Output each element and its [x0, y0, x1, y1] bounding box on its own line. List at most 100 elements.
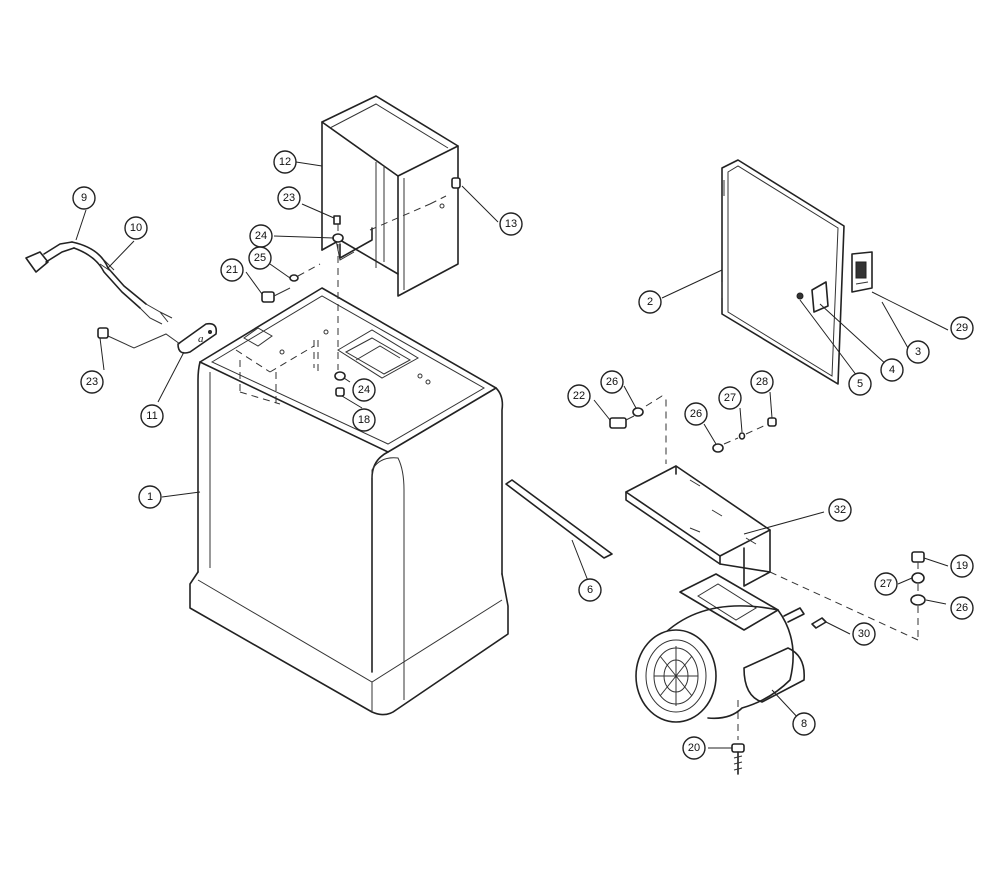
- motor-bracket: [625, 465, 771, 587]
- door-panel: [721, 159, 873, 385]
- callout-11: 11: [140, 404, 164, 428]
- callout-label: 2: [647, 296, 653, 308]
- callout-circle: [874, 572, 898, 596]
- callout-8: 8: [792, 712, 816, 736]
- callout-circle: [273, 150, 297, 174]
- callout-circle: [248, 246, 272, 270]
- callout-label: 30: [858, 628, 870, 640]
- callout-label: 9: [81, 192, 87, 204]
- callout-6: 6: [578, 578, 602, 602]
- callout-circle: [718, 386, 742, 410]
- callout-19: 19: [950, 554, 974, 578]
- callout-26: 26: [684, 402, 708, 426]
- callout-circle: [124, 216, 148, 240]
- cover-fasteners: [261, 195, 447, 397]
- callout-circle: [682, 736, 706, 760]
- callout-9: 9: [72, 186, 96, 210]
- callout-27: 27: [874, 572, 898, 596]
- callout-circle: [352, 408, 376, 432]
- callout-circle: [828, 498, 852, 522]
- callout-circle: [638, 290, 662, 314]
- callout-30: 30: [852, 622, 876, 646]
- callout-label: 19: [956, 560, 968, 572]
- callout-label: 3: [915, 346, 921, 358]
- callout-circle: [684, 402, 708, 426]
- callout-26: 26: [600, 370, 624, 394]
- callout-label: 10: [130, 222, 142, 234]
- callout-label: 21: [226, 264, 238, 276]
- callout-label: 28: [756, 376, 768, 388]
- callout-3: 3: [906, 340, 930, 364]
- callout-25: 25: [248, 246, 272, 270]
- callout-circle: [880, 358, 904, 382]
- cabinet-base: [189, 287, 509, 716]
- callout-circle: [950, 316, 974, 340]
- callout-label: 25: [254, 252, 266, 264]
- callout-label: 20: [688, 742, 700, 754]
- callout-circle: [80, 370, 104, 394]
- callout-label: 26: [956, 602, 968, 614]
- callout-label: 23: [86, 376, 98, 388]
- callout-label: 23: [283, 192, 295, 204]
- callout-label: 1: [147, 491, 153, 503]
- motor-cover: [321, 95, 461, 297]
- callout-label: 24: [255, 230, 267, 242]
- callout-circle: [950, 596, 974, 620]
- callout-layer: 1234568910111213181920212223232424252626…: [72, 150, 974, 760]
- callout-circle: [352, 378, 376, 402]
- callout-label: 27: [880, 578, 892, 590]
- callout-label: 26: [690, 408, 702, 420]
- callout-1: 1: [138, 485, 162, 509]
- callout-circle: [567, 384, 591, 408]
- callout-label: 8: [801, 718, 807, 730]
- callout-circle: [750, 370, 774, 394]
- callout-29: 29: [950, 316, 974, 340]
- callout-2: 2: [638, 290, 662, 314]
- callout-22: 22: [567, 384, 591, 408]
- bracket-fasteners: [609, 395, 926, 641]
- callout-circle: [72, 186, 96, 210]
- power-cord: [25, 241, 173, 325]
- callout-label: 13: [505, 218, 517, 230]
- motor: [635, 573, 827, 775]
- callout-12: 12: [273, 150, 297, 174]
- callout-24: 24: [249, 224, 273, 248]
- callout-label: 5: [857, 378, 863, 390]
- callout-10: 10: [124, 216, 148, 240]
- callout-label: 26: [606, 376, 618, 388]
- callout-21: 21: [220, 258, 244, 282]
- callout-18: 18: [352, 408, 376, 432]
- callout-label: 29: [956, 322, 968, 334]
- callout-26: 26: [950, 596, 974, 620]
- cord-plate: a: [97, 322, 218, 354]
- callout-circle: [848, 372, 872, 396]
- callout-circle: [852, 622, 876, 646]
- callout-circle: [792, 712, 816, 736]
- callout-label: 6: [587, 584, 593, 596]
- callout-24: 24: [352, 378, 376, 402]
- callout-circle: [906, 340, 930, 364]
- svg-text:a: a: [198, 333, 204, 345]
- callout-23: 23: [80, 370, 104, 394]
- callout-label: 4: [889, 364, 895, 376]
- callout-32: 32: [828, 498, 852, 522]
- callout-5: 5: [848, 372, 872, 396]
- callout-label: 11: [146, 410, 157, 422]
- callout-circle: [578, 578, 602, 602]
- callout-label: 22: [573, 390, 585, 402]
- callout-circle: [140, 404, 164, 428]
- callout-23: 23: [277, 186, 301, 210]
- callout-label: 12: [279, 156, 291, 168]
- callout-label: 27: [724, 392, 736, 404]
- callout-circle: [950, 554, 974, 578]
- callout-28: 28: [750, 370, 774, 394]
- callout-label: 32: [834, 504, 846, 516]
- callout-label: 18: [358, 414, 370, 426]
- callout-circle: [600, 370, 624, 394]
- callout-20: 20: [682, 736, 706, 760]
- callout-4: 4: [880, 358, 904, 382]
- leader-lines: [75, 161, 949, 749]
- callout-circle: [499, 212, 523, 236]
- callout-13: 13: [499, 212, 523, 236]
